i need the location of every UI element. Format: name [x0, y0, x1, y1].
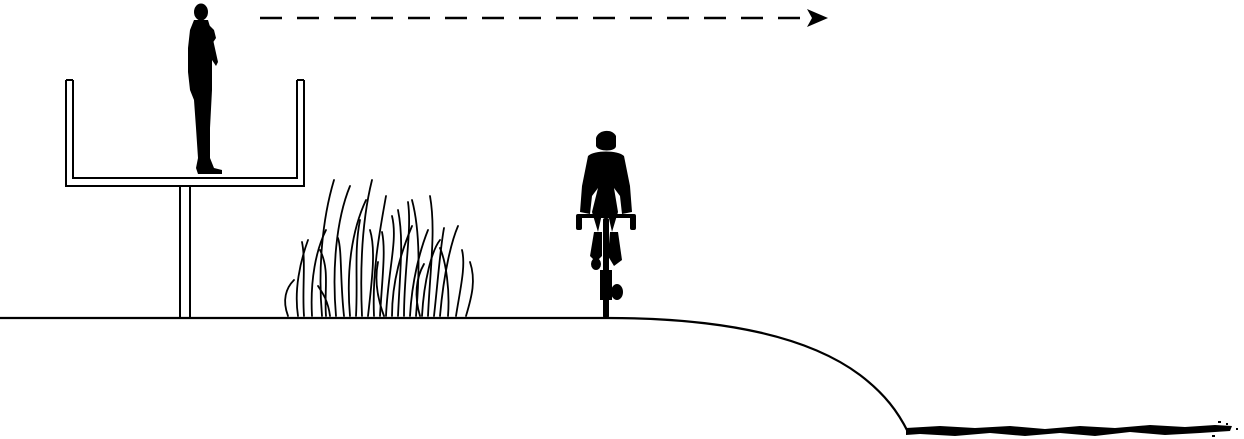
platform-post — [180, 186, 190, 318]
viewing-platform — [66, 80, 304, 186]
view-direction-arrow — [260, 9, 828, 27]
observer-silhouette — [188, 4, 222, 175]
water-surface — [906, 421, 1238, 437]
reeds — [285, 180, 473, 316]
cyclist-silhouette — [576, 131, 636, 318]
embankment-slope — [608, 318, 908, 432]
